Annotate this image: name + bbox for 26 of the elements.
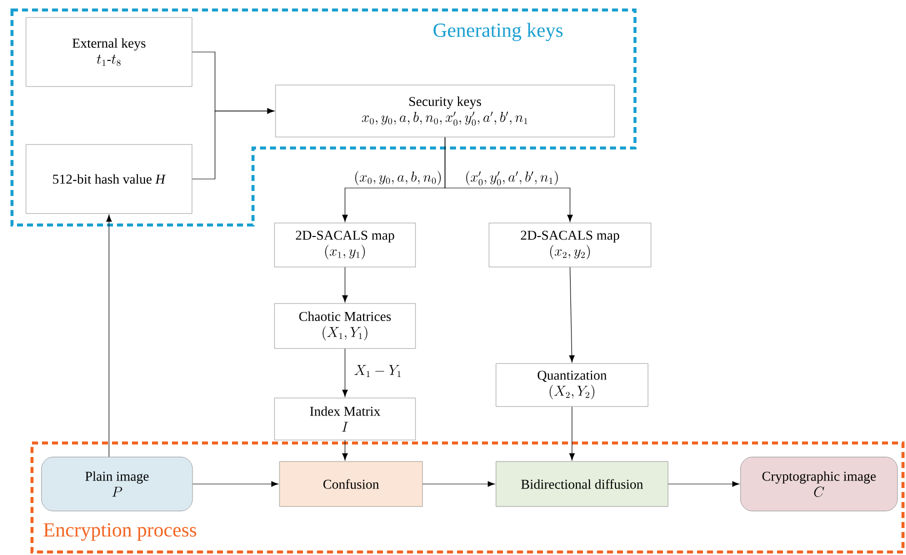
arrow [569,406,575,460]
process-box: External keys $t_1\mbox{-}t_8$ [26,17,192,87]
edge-label: $(x_0', y_0', a', b', n_1)$ [464,170,560,186]
arrow [192,481,278,487]
arrow [444,136,573,222]
process-box: Confusion [279,461,423,507]
process-box: Index Matrix $I$ [274,398,416,440]
process-box: Chaotic Matrices $(X_1, Y_1)$ [274,303,416,349]
rounded-box: Plain image $P$ [41,456,193,512]
process-box: Security keys $x_0, y_0, a, b, n_0, x_0', y_0', a', b', n_1$ [275,84,615,138]
process-box: 2D-SACALS map $(x_1, y_1)$ [274,222,416,268]
arrow [668,481,740,487]
edge-label: $(x_0, y_0, a, b, n_0)$ [352,170,444,186]
arrow [342,440,348,460]
rounded-box: Cryptographic image $C$ [740,456,898,512]
process-box: Quantization $(X_2, Y_2)$ [496,363,648,407]
edge-label: $X_1 - Y_1$ [353,364,403,378]
arrow [342,348,348,397]
arrow [342,266,348,302]
process-box: 2D-SACALS map $(x_2, y_2)$ [488,222,652,268]
process-box: Bidirectional diffusion [496,461,668,507]
arrow [106,214,112,458]
process-box: 512-bit hash value H [26,144,192,214]
arrow [422,481,495,487]
arrow [192,108,274,180]
arrow [569,266,575,362]
